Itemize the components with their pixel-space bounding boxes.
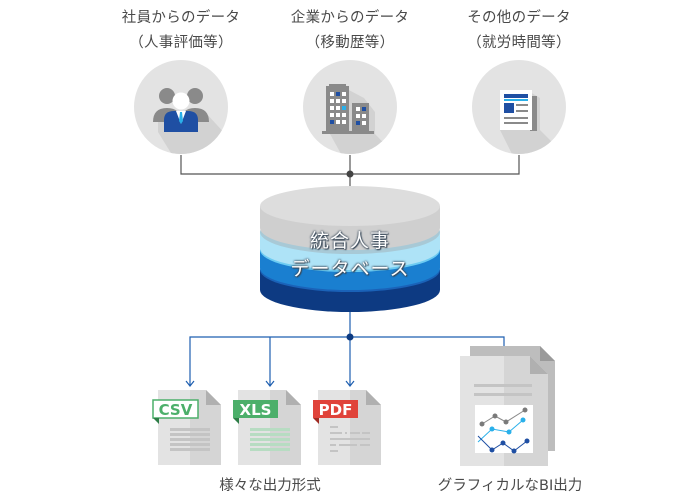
source-title: 社員からのデータ	[121, 10, 241, 26]
xls-file-icon: XLS	[233, 390, 301, 465]
database-title-line1: 統合人事	[309, 230, 390, 252]
source-subtitle: （移動歴等）	[305, 35, 395, 51]
pdf-label: PDF	[319, 401, 353, 419]
xls-label: XLS	[240, 401, 272, 419]
bi-caption: グラフィカルなBI出力	[437, 478, 583, 494]
database-title-line2: データベース	[290, 258, 410, 280]
formats-caption: 様々な出力形式	[219, 478, 321, 494]
source-subtitle: （人事評価等）	[129, 35, 233, 51]
csv-file-icon: CSV	[152, 390, 221, 465]
source-label-company: 企業からのデータ （移動歴等）	[265, 6, 435, 56]
source-title: 企業からのデータ	[290, 10, 410, 26]
source-label-employees: 社員からのデータ （人事評価等）	[96, 6, 266, 56]
document-icon	[472, 60, 566, 154]
csv-label: CSV	[159, 401, 193, 419]
pdf-file-icon: PDF	[313, 390, 381, 465]
output-connector	[185, 312, 509, 387]
source-label-other: その他のデータ （就労時間等）	[434, 6, 604, 56]
junction-dot	[346, 170, 354, 178]
database-icon	[260, 186, 440, 312]
source-title: その他のデータ	[467, 10, 571, 26]
bi-report-icon	[460, 346, 555, 466]
employees-icon	[134, 60, 228, 154]
source-subtitle: （就労時間等）	[467, 35, 571, 51]
output-junction-dot	[346, 333, 354, 341]
building-icon	[303, 60, 397, 154]
